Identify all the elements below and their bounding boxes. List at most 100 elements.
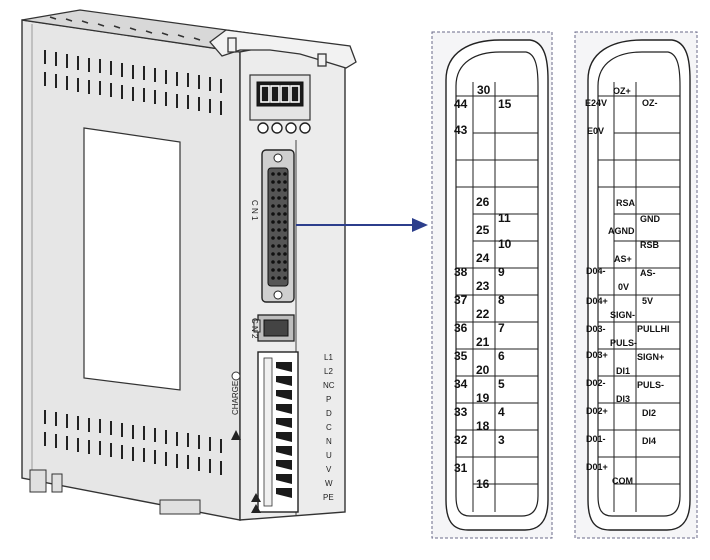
signal-name: AGND <box>608 226 635 236</box>
signal-name: D04- <box>586 266 606 276</box>
signal-name: OZ- <box>642 98 658 108</box>
terminal-label: L2 <box>324 367 333 376</box>
signal-name: AS- <box>640 268 656 278</box>
pin-number: 5 <box>498 377 505 391</box>
signal-name: D02- <box>586 378 606 388</box>
pin-number: 15 <box>498 97 512 111</box>
terminal-label: U <box>326 451 332 460</box>
pin-number: 6 <box>498 349 505 363</box>
pin-number: 22 <box>476 307 490 321</box>
pin-number: 24 <box>476 251 490 265</box>
display-panel <box>249 74 311 121</box>
pin-number: 36 <box>454 321 468 335</box>
pin-number: 35 <box>454 349 468 363</box>
cn1-connector <box>261 149 295 303</box>
keypad-button-2 <box>271 122 283 134</box>
pin-number: 38 <box>454 265 468 279</box>
pin-number: 37 <box>454 293 468 307</box>
terminal-label: D <box>326 409 332 418</box>
signal-name: D04+ <box>586 296 608 306</box>
connector-arrow <box>296 218 428 232</box>
signal-name: DI1 <box>616 366 630 376</box>
signal-name: E24V <box>585 98 607 108</box>
signal-name: SIGN- <box>610 310 635 320</box>
signal-name: DI2 <box>642 408 656 418</box>
mounting-clip <box>209 29 357 69</box>
side-vents-lower <box>44 410 222 475</box>
terminal-labels: L1 L2 NC P D C N U V W PE <box>323 353 335 502</box>
charge-led-icon <box>231 371 241 381</box>
power-terminal-block <box>257 351 299 513</box>
terminal-label: V <box>326 465 332 474</box>
pin-number: 20 <box>476 363 490 377</box>
seven-segment-digits <box>260 85 300 103</box>
signal-name: D03+ <box>586 350 608 360</box>
cn1-label: C N 1 <box>250 200 259 221</box>
pin-number: 18 <box>476 419 490 433</box>
pin-number: 4 <box>498 405 505 419</box>
warning-icon-bottom <box>251 504 261 513</box>
warning-icon-top <box>251 493 261 502</box>
bottom-feet <box>29 469 201 515</box>
signal-name: OZ+ <box>613 86 631 96</box>
pin-number: 21 <box>476 335 490 349</box>
keypad-button-3 <box>285 122 297 134</box>
warning-icon-charge <box>231 430 241 440</box>
terminal-label: P <box>326 395 331 404</box>
side-recess-window <box>83 127 181 391</box>
pin-grid-lines <box>456 95 538 485</box>
cn2-label: C N 2 <box>250 318 259 339</box>
pin-connector-inner <box>455 51 539 517</box>
pin-number: 8 <box>498 293 505 307</box>
side-vents-upper <box>44 50 222 115</box>
pin-number: 16 <box>476 477 490 491</box>
terminal-label: NC <box>323 381 335 390</box>
cn1-pin-grid <box>271 172 287 280</box>
terminal-label: L1 <box>324 353 333 362</box>
pin-number: 33 <box>454 405 468 419</box>
signal-name: PULLHI <box>637 324 670 334</box>
signal-name: 5V <box>642 296 653 306</box>
pin-number-diagram: 30 44 43 26 25 24 23 22 21 20 19 18 16 3… <box>431 31 553 539</box>
warning-icons <box>231 430 261 513</box>
keypad-button-4 <box>299 122 311 134</box>
signal-name: PULS- <box>637 380 664 390</box>
terminal-label: PE <box>323 493 334 502</box>
arrow-head-icon <box>412 218 428 232</box>
pin-number: 43 <box>454 123 468 137</box>
signal-name: E0V <box>587 126 604 136</box>
signal-name: GND <box>640 214 661 224</box>
signal-name: RSA <box>616 198 636 208</box>
keypad-button-1 <box>257 122 269 134</box>
terminal-label: C <box>326 423 332 432</box>
signal-name: 0V <box>618 282 629 292</box>
pin-number: 30 <box>477 83 491 97</box>
signal-name: AS+ <box>614 254 632 264</box>
signal-name: D01- <box>586 434 606 444</box>
pin-number: 10 <box>498 237 512 251</box>
top-vents <box>49 16 201 41</box>
pin-number: 23 <box>476 279 490 293</box>
signal-name: D03- <box>586 324 606 334</box>
signal-name: RSB <box>640 240 660 250</box>
pin-number: 44 <box>454 97 468 111</box>
pin-number: 32 <box>454 433 468 447</box>
pin-number: 26 <box>476 195 490 209</box>
signal-name: D02+ <box>586 406 608 416</box>
signal-name: COM <box>612 476 633 486</box>
pin-number: 3 <box>498 433 505 447</box>
servo-drive-device: C N 1 C N 2 CHA <box>21 9 357 521</box>
signal-connector-inner <box>597 51 681 517</box>
signal-name: DI4 <box>642 436 656 446</box>
pin-number: 31 <box>454 461 468 475</box>
terminal-screws <box>276 362 292 498</box>
pin-number: 11 <box>498 211 511 225</box>
pin-number: 19 <box>476 391 490 405</box>
cn2-connector <box>253 314 295 342</box>
charge-label: CHARGE <box>231 381 240 415</box>
pin-number: 25 <box>476 223 490 237</box>
signal-grid-lines <box>598 95 680 485</box>
signal-name: DI3 <box>616 394 630 404</box>
signal-name-diagram: OZ+ E24V E0V D04- D04+ D03- D03+ D02- D0… <box>574 31 698 539</box>
pin-number: 34 <box>454 377 468 391</box>
